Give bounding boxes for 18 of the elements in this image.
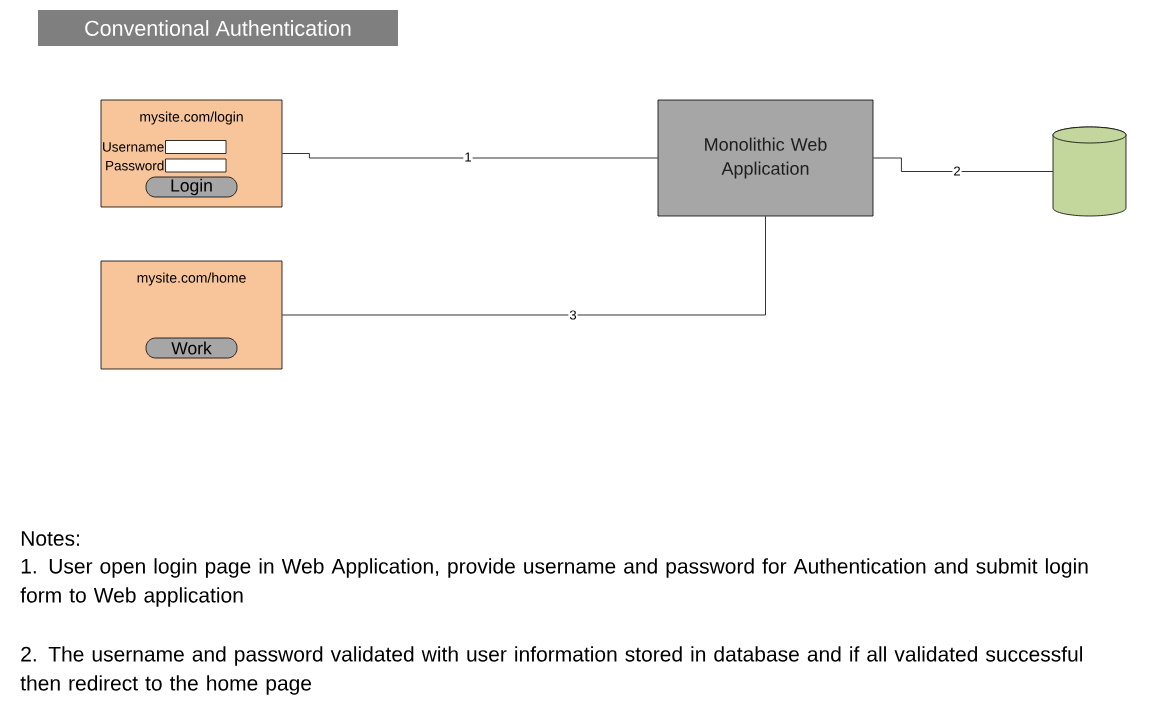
button: Work — [145, 337, 238, 359]
process-box: Monolithic Web Application — [657, 99, 874, 217]
connector-line — [873, 157, 1054, 172]
edge-label: 1 — [463, 151, 473, 163]
field-label: Username — [103, 142, 164, 152]
note-text: 1. User open login page in Web Application, provide username and password for Authentication and submit login form to Web application — [20, 558, 1088, 607]
edge-label: 3 — [568, 309, 578, 321]
notes-heading: Notes: — [21, 531, 79, 546]
url-text: mysite.com/home — [137, 272, 246, 286]
database-cylinder — [1052, 126, 1127, 217]
note-text: 2. The username and password validated with user information stored in database and if all validated successful then redirect to the home page — [20, 646, 1082, 695]
url-text: mysite.com/login — [140, 111, 243, 125]
edge-label: 2 — [952, 165, 962, 177]
field-label: Password — [106, 160, 164, 171]
title-banner: Conventional Authentication — [38, 10, 398, 46]
button: Login — [145, 176, 238, 198]
connector-line — [282, 153, 658, 159]
connector-line — [282, 216, 766, 316]
